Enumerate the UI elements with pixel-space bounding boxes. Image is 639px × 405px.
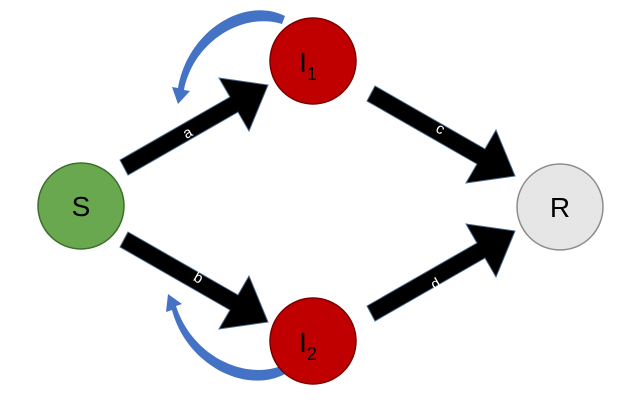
svg-text:I1: I1 bbox=[299, 47, 317, 84]
node-i1-label: I bbox=[299, 47, 307, 78]
node-i2: I2 bbox=[269, 297, 357, 385]
loop-arrow-i1 bbox=[172, 10, 285, 104]
arrow-i1-to-r: c bbox=[366, 85, 516, 184]
node-s: S bbox=[37, 162, 125, 250]
node-r-label: R bbox=[550, 192, 570, 223]
svg-text:I2: I2 bbox=[299, 327, 317, 364]
node-i1: I1 bbox=[269, 17, 357, 105]
loop-arrow-i2 bbox=[166, 294, 285, 381]
node-i2-subscript: 2 bbox=[307, 344, 317, 364]
arrow-i2-to-r: d bbox=[366, 223, 516, 322]
node-r: R bbox=[516, 163, 604, 251]
arrow-s-to-i2: b bbox=[119, 231, 269, 330]
node-s-label: S bbox=[72, 191, 91, 222]
arrow-s-to-i1: a bbox=[119, 77, 269, 176]
node-i1-subscript: 1 bbox=[307, 64, 317, 84]
node-i2-label: I bbox=[299, 327, 307, 358]
